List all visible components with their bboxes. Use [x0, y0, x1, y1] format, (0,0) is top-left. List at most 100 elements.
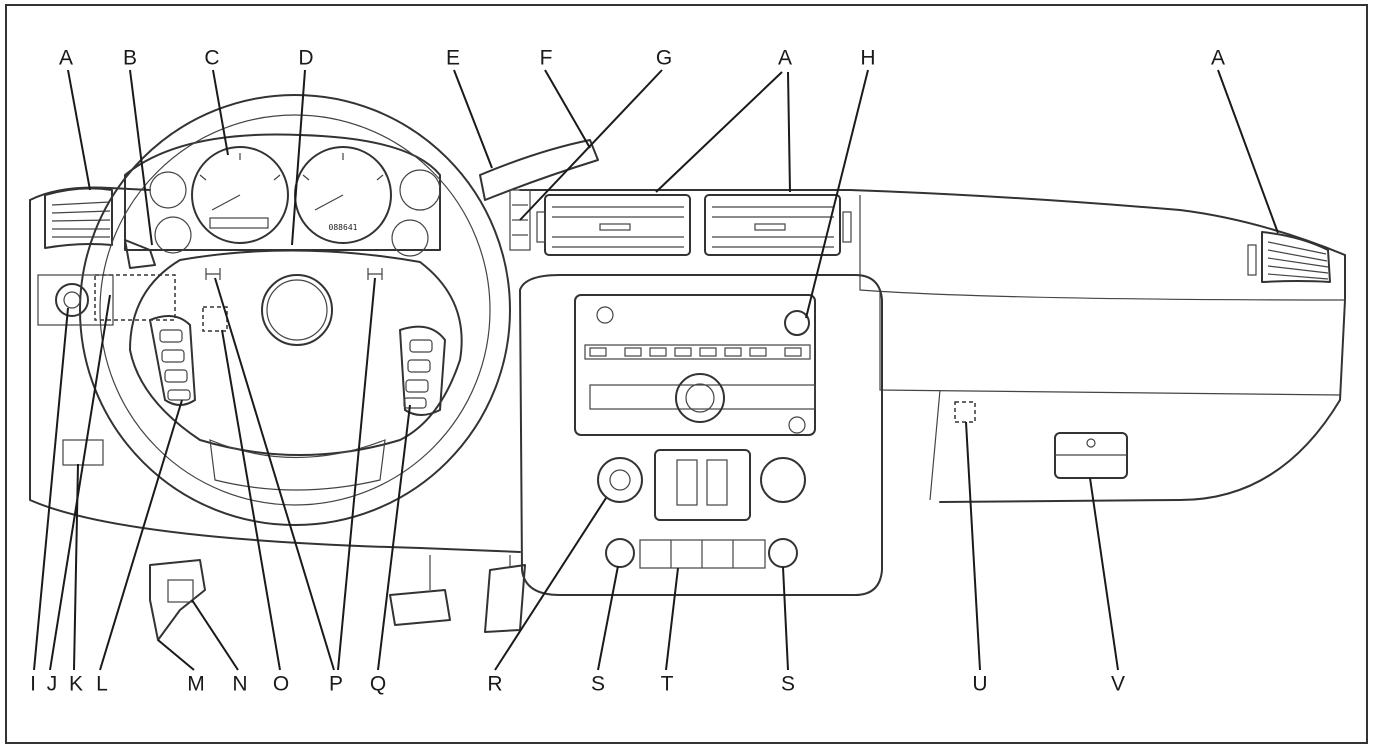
- tach-needle: [211, 194, 241, 211]
- parking-brake-area: [149, 559, 206, 641]
- leader-f: [544, 69, 591, 149]
- leader-g: [519, 69, 663, 221]
- callout-k: K: [68, 672, 84, 696]
- tach-display: [209, 217, 269, 229]
- gauge-ticks: [199, 153, 384, 181]
- brake-pedal: [389, 589, 451, 626]
- callout-a-left: A: [58, 46, 74, 70]
- callout-a-right: A: [1210, 46, 1226, 70]
- callout-l: L: [96, 672, 108, 696]
- callout-f: F: [539, 46, 553, 70]
- callout-o: O: [272, 672, 290, 696]
- leader-a-right: [1217, 69, 1279, 234]
- leader-p-2: [337, 277, 376, 671]
- radio-power-knob: [596, 306, 614, 324]
- steering-wheel-inner-rim: [99, 114, 491, 506]
- leader-a-center-1: [655, 71, 783, 193]
- callout-p: P: [328, 672, 344, 696]
- leader-r: [494, 497, 607, 671]
- left-steering-controls: [149, 315, 196, 406]
- steering-wheel-rim: [79, 94, 511, 526]
- climate-temp-knob-left: [597, 457, 643, 503]
- leader-c: [212, 69, 229, 156]
- leader-d: [291, 69, 306, 246]
- leader-s-left: [597, 565, 619, 671]
- radio-eject: [788, 416, 806, 434]
- headlamp-knob: [55, 283, 89, 317]
- climate-display: [654, 449, 751, 521]
- callout-i: I: [30, 672, 36, 696]
- center-vent-wheel-left: [536, 211, 546, 243]
- leader-a-center-2: [787, 71, 791, 193]
- fuel-gauge: [149, 171, 187, 209]
- temp-gauge: [154, 216, 192, 254]
- airbag-emblem: [261, 274, 333, 346]
- left-vent-slats: [51, 201, 111, 238]
- leader-i: [33, 307, 69, 671]
- center-vent-slats: [552, 206, 834, 248]
- hazard-switch-bank: [509, 189, 531, 251]
- callout-t: T: [660, 672, 674, 696]
- callout-q: Q: [369, 672, 387, 696]
- leader-q: [377, 404, 411, 671]
- hidden-switch-area: [94, 274, 176, 321]
- leader-t: [665, 567, 679, 671]
- radio-unit: [574, 294, 816, 436]
- right-vent-slats: [1267, 241, 1329, 280]
- headlamp-panel: [37, 274, 114, 326]
- leader-e: [453, 69, 493, 169]
- volt-gauge: [399, 169, 441, 211]
- leader-b: [129, 69, 153, 246]
- steering-hub: [129, 249, 463, 456]
- callout-n: N: [232, 672, 248, 696]
- pedal-arms: [429, 555, 511, 590]
- odometer-readout: 088641: [328, 223, 358, 232]
- horn-symbol-right: [367, 268, 383, 280]
- glovebox-edge: [929, 389, 941, 501]
- turn-signal-lever: [124, 239, 156, 269]
- callout-m: M: [187, 672, 205, 696]
- dash-top-right: [519, 189, 1346, 256]
- horn-symbol-left: [205, 268, 221, 280]
- leader-h: [805, 69, 869, 319]
- callout-s-left: S: [590, 672, 606, 696]
- parking-brake-release: [167, 579, 194, 603]
- radio-cd-slot: [589, 384, 816, 410]
- steering-lower-spoke: [209, 439, 386, 491]
- leader-a-left: [67, 69, 91, 191]
- leader-l: [99, 399, 183, 671]
- callout-u: U: [972, 672, 988, 696]
- callout-a-center: A: [777, 46, 793, 70]
- tachometer: [191, 146, 289, 244]
- leader-n: [191, 599, 239, 671]
- center-vent-right: [704, 194, 841, 256]
- leader-u: [965, 421, 981, 671]
- speedo-needle: [314, 194, 344, 211]
- callout-j: J: [46, 672, 58, 696]
- leader-o: [221, 329, 281, 671]
- leader-m: [157, 639, 195, 671]
- oil-gauge: [391, 219, 429, 257]
- callout-r: R: [487, 672, 503, 696]
- right-steering-controls: [399, 325, 446, 416]
- leader-k: [73, 463, 79, 671]
- callout-d: D: [298, 46, 314, 70]
- climate-knob-s-left: [605, 538, 635, 568]
- dash-right-face: [939, 254, 1346, 503]
- leader-v: [1089, 477, 1119, 671]
- diagram-frame: [5, 4, 1368, 744]
- radio-preset-row: [584, 344, 811, 360]
- center-vent-wheel-right: [842, 211, 852, 243]
- right-vent-thumbwheel: [1247, 244, 1257, 276]
- passenger-airbag-location: [954, 401, 976, 423]
- dash-upper-panel: [859, 195, 1346, 301]
- right-side-vent: [1261, 231, 1331, 283]
- leader-p-1: [214, 277, 335, 671]
- callout-b: B: [122, 46, 138, 70]
- callout-s-right: S: [780, 672, 796, 696]
- radio-tune-knob: [784, 310, 810, 336]
- callout-c: C: [204, 46, 220, 70]
